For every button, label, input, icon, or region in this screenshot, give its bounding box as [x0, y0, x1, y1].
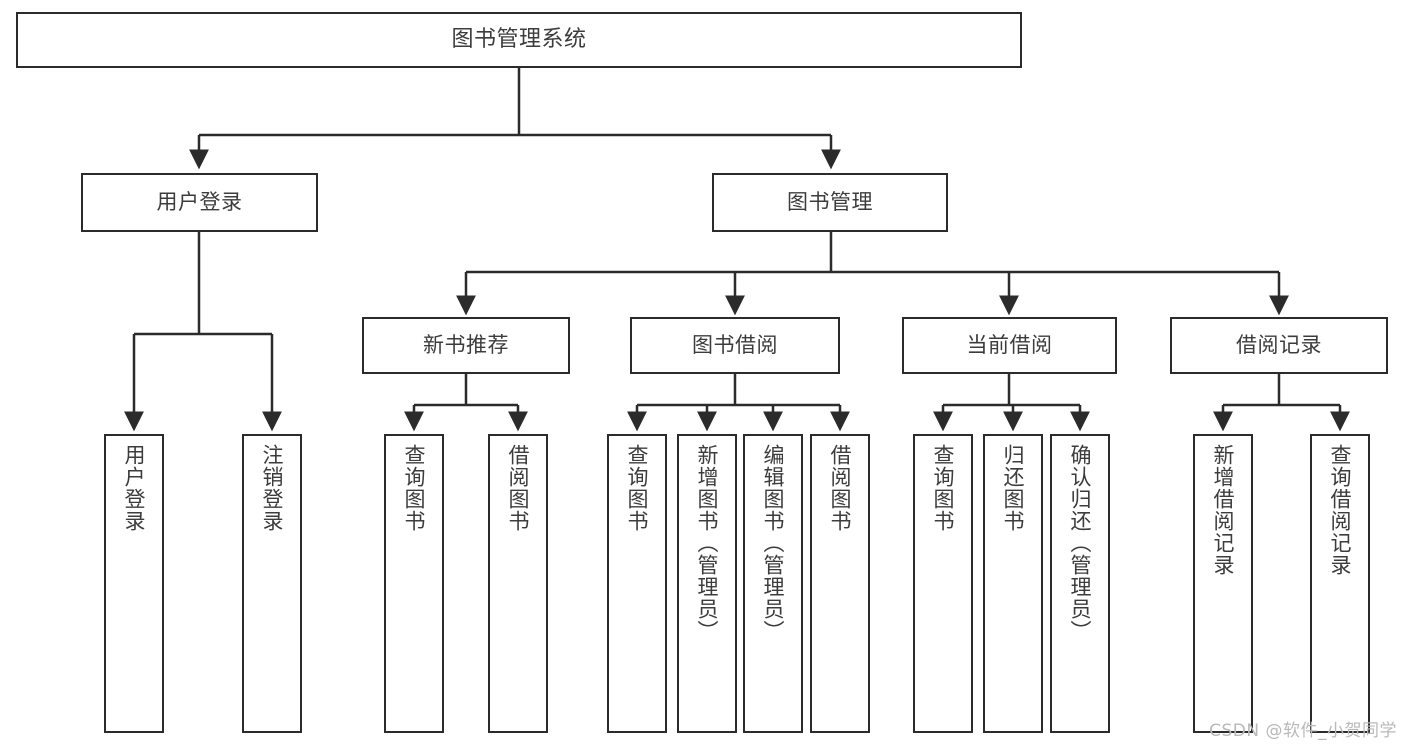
node-leaf-edit-book-label: 编辑图书（管理员）: [761, 444, 786, 642]
node-leaf-user-logout[interactable]: 注销登录: [242, 434, 302, 733]
node-new-book-recommend[interactable]: 新书推荐: [362, 317, 570, 374]
node-leaf-query-book-1-label: 查询图书: [402, 444, 427, 532]
node-leaf-query-record-label: 查询借阅记录: [1328, 444, 1353, 576]
node-current-borrow-label: 当前借阅: [966, 333, 1053, 358]
node-leaf-add-book[interactable]: 新增图书（管理员）: [677, 434, 737, 733]
node-leaf-user-login[interactable]: 用户登录: [104, 434, 164, 733]
node-leaf-add-book-label: 新增图书（管理员）: [695, 444, 720, 642]
node-leaf-borrow-book-1[interactable]: 借阅图书: [488, 434, 548, 733]
node-leaf-confirm-return[interactable]: 确认归还（管理员）: [1050, 434, 1110, 733]
node-book-borrow-label: 图书借阅: [692, 333, 778, 358]
node-user-login[interactable]: 用户登录: [81, 173, 318, 232]
node-borrow-record-label: 借阅记录: [1236, 333, 1322, 358]
node-leaf-borrow-book-1-label: 借阅图书: [506, 444, 531, 532]
node-new-book-recommend-label: 新书推荐: [423, 333, 509, 358]
node-book-manage[interactable]: 图书管理: [712, 173, 948, 232]
node-leaf-borrow-book-2-label: 借阅图书: [828, 444, 853, 532]
node-borrow-record[interactable]: 借阅记录: [1170, 317, 1388, 374]
node-leaf-query-book-2-label: 查询图书: [625, 444, 650, 532]
watermark-text: CSDN @软件_小贺同学: [1209, 721, 1397, 741]
node-leaf-return-book-label: 归还图书: [1001, 444, 1026, 532]
node-leaf-add-record[interactable]: 新增借阅记录: [1193, 434, 1253, 733]
node-current-borrow[interactable]: 当前借阅: [902, 317, 1117, 374]
node-leaf-query-book-3-label: 查询图书: [931, 444, 956, 532]
node-leaf-user-logout-label: 注销登录: [260, 444, 285, 532]
node-leaf-query-record[interactable]: 查询借阅记录: [1310, 434, 1370, 733]
node-leaf-add-record-label: 新增借阅记录: [1211, 444, 1236, 576]
node-book-borrow[interactable]: 图书借阅: [630, 317, 840, 374]
node-leaf-borrow-book-2[interactable]: 借阅图书: [810, 434, 870, 733]
node-leaf-user-login-label: 用户登录: [122, 444, 147, 532]
node-leaf-query-book-1[interactable]: 查询图书: [384, 434, 444, 733]
node-root[interactable]: 图书管理系统: [16, 12, 1022, 68]
node-leaf-return-book[interactable]: 归还图书: [983, 434, 1043, 733]
node-leaf-query-book-2[interactable]: 查询图书: [607, 434, 667, 733]
node-leaf-edit-book[interactable]: 编辑图书（管理员）: [743, 434, 803, 733]
node-book-manage-label: 图书管理: [787, 190, 873, 215]
node-leaf-confirm-return-label: 确认归还（管理员）: [1068, 444, 1093, 642]
node-user-login-label: 用户登录: [156, 190, 243, 215]
node-leaf-query-book-3[interactable]: 查询图书: [913, 434, 973, 733]
node-root-label: 图书管理系统: [451, 27, 587, 53]
